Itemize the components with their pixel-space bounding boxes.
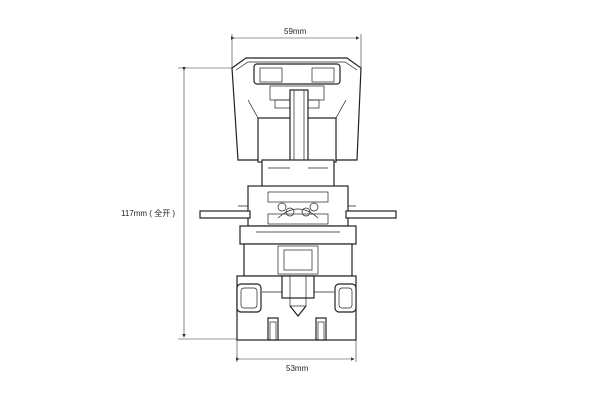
dimension-59mm bbox=[231, 34, 362, 70]
dimension-label-bottom-width: 53mm bbox=[286, 364, 309, 373]
handwheel-cap bbox=[231, 57, 362, 163]
valve-body bbox=[236, 225, 357, 341]
dimension-label-top-width: 59mm bbox=[284, 27, 307, 36]
dimension-label-height: 117mm ( 全开 ) bbox=[121, 209, 176, 218]
dimension-117mm bbox=[178, 67, 238, 340]
bonnet bbox=[247, 159, 349, 227]
mounting-flange bbox=[199, 205, 397, 219]
